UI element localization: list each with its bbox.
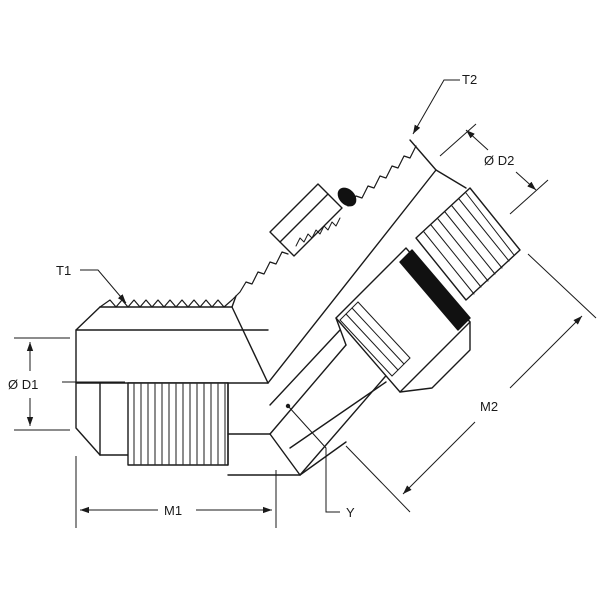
m2-dimension	[345, 253, 597, 513]
left-thread	[133, 383, 226, 465]
m1-dimension	[75, 456, 277, 528]
y-leader	[287, 405, 340, 513]
y-point-marker	[285, 403, 291, 409]
label-t1: T1	[56, 263, 71, 278]
d2-dimension	[439, 123, 549, 215]
t1-leader	[80, 269, 127, 304]
oring-lower	[399, 249, 471, 331]
top-thread-profile	[99, 145, 417, 308]
label-d2: Ø D2	[484, 153, 514, 168]
t2-leader	[412, 79, 460, 135]
locknut	[269, 183, 343, 257]
label-d1: Ø D1	[8, 377, 38, 392]
lower-tube	[269, 329, 387, 449]
oring-upper	[337, 187, 357, 207]
d1-dimension	[14, 337, 125, 431]
label-y: Y	[346, 505, 355, 520]
lower-thread	[339, 301, 411, 377]
label-m1: M1	[164, 503, 182, 518]
label-t2: T2	[462, 72, 477, 87]
right-thread-stud	[415, 187, 521, 301]
label-m2: M2	[480, 399, 498, 414]
